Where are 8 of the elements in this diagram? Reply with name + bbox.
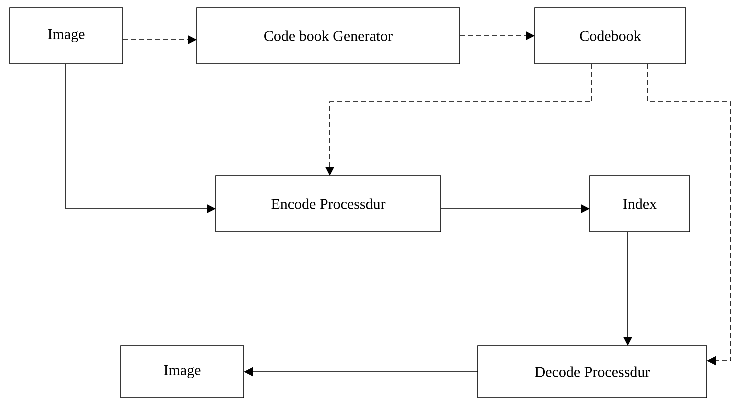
process-box: Encode Processdur bbox=[216, 176, 442, 232]
arrow bbox=[648, 64, 732, 366]
process-box: Image bbox=[120, 346, 244, 398]
process-box: Index bbox=[590, 176, 690, 232]
process-box: Decode Processdur bbox=[478, 346, 708, 398]
process-box: Image bbox=[10, 8, 124, 64]
process-box: Codebook bbox=[534, 8, 686, 64]
process-box: Code book Generator bbox=[196, 8, 460, 64]
